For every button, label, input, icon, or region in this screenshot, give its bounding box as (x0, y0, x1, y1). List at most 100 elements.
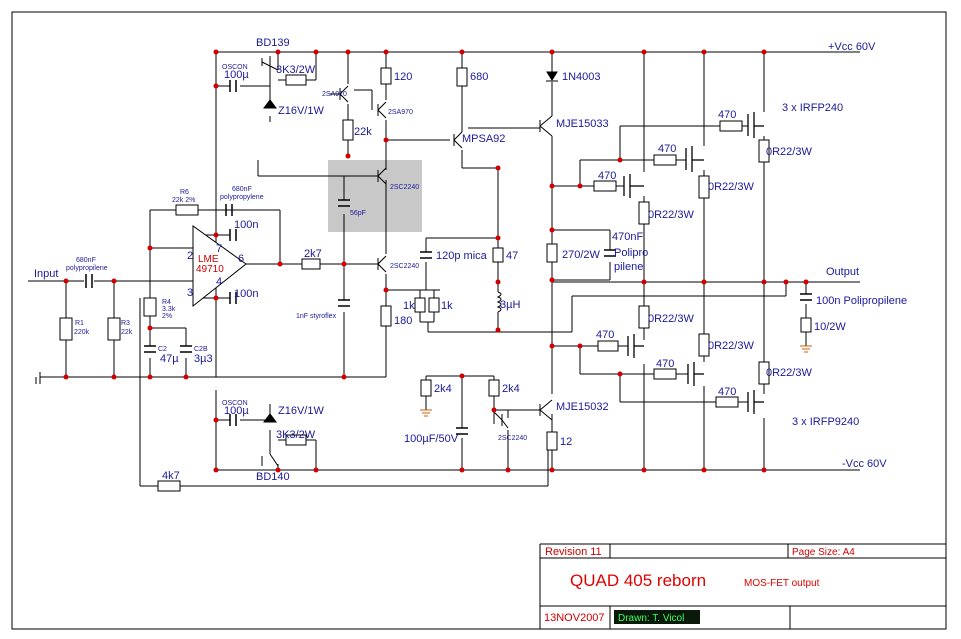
opamp-pin7: 7 (216, 243, 222, 255)
d-1n4003: 1N4003 (562, 71, 601, 83)
page-size-label: Page Size: A4 (792, 547, 855, 558)
mosfets (623, 112, 764, 414)
r-470-6: 470 (718, 386, 736, 398)
r-1k-a: 1k (403, 300, 415, 312)
c-680-fb: 680nF (232, 186, 252, 193)
r-470-1: 470 (598, 170, 616, 182)
oscon-bot-label: OSCON (222, 400, 248, 407)
c2b-label: C2B (194, 346, 208, 353)
r-4k7: 4k7 (162, 470, 180, 482)
input-label: Input (34, 268, 58, 280)
c2-value: 47µ (160, 353, 179, 365)
r1-label: R1 (75, 320, 84, 327)
zener-top: Z16V/1W (278, 105, 324, 117)
transistors (261, 56, 553, 467)
drawing-title: QUAD 405 reborn (570, 571, 706, 590)
c-100n-b: 100n (234, 288, 258, 300)
opamp-pin6: 6 (238, 253, 244, 265)
c-120p-mica: 120p mica (436, 250, 488, 262)
rail-positive-label: +Vcc 60V (828, 41, 876, 53)
r-3k3-bot: 3K3/2W (276, 429, 316, 441)
r-1k-b: 1k (441, 300, 453, 312)
r3-label: R3 (121, 320, 130, 327)
r-0r22-2: 0R22/3W (708, 181, 754, 193)
r4-label: R4 (162, 299, 171, 306)
r-47: 47 (506, 250, 518, 262)
c-1nf-styroflex: 1nF styroflex (296, 313, 337, 320)
r-2k7: 2k7 (304, 248, 322, 260)
c-100n-out: 100n Polipropilene (816, 295, 907, 307)
r-10: 10/2W (814, 321, 846, 333)
r-0r22-4: 0R22/3W (648, 313, 694, 325)
opamp-pin3: 3 (187, 287, 193, 299)
c2b-value: 3µ3 (194, 353, 213, 365)
bd140-label: BD140 (256, 471, 290, 483)
r3-value: 22k (121, 329, 133, 336)
r-3k3-top: 3K3/2W (276, 64, 316, 76)
q-2sa970-b: 2SA970 (388, 109, 413, 116)
r-2k4-a: 2k4 (434, 383, 452, 395)
c-470n-b: Polipro (614, 247, 648, 259)
junctions (63, 49, 809, 473)
q-mje15033: MJE15033 (556, 118, 609, 130)
oscon-top-label: OSCON (222, 64, 248, 71)
r-22k: 22k (354, 126, 372, 138)
opamp-name-2: 49710 (196, 264, 224, 275)
irfp240-label: 3 x IRFP240 (782, 102, 843, 114)
r-470-5: 470 (656, 358, 674, 370)
r-2k4-b: 2k4 (502, 383, 520, 395)
r-120: 120 (394, 71, 412, 83)
l-3uh: 3µH (500, 299, 520, 311)
highlight-region (328, 160, 422, 232)
capacitors (85, 80, 812, 435)
revision-label: Revision 11 (545, 546, 602, 558)
c-100u50: 100µF/50V (404, 433, 459, 445)
r-180: 180 (394, 315, 412, 327)
drawn-label: Drawn: T. Vicol (618, 613, 684, 624)
opamp-pin2: 2 (187, 250, 193, 262)
r6-value: 22k 2% (172, 197, 195, 204)
zener-bot: Z16V/1W (278, 405, 324, 417)
q-2sc2240-b: 2SC2240 (390, 263, 419, 270)
misc-symbols (35, 71, 558, 423)
resistors (59, 67, 812, 492)
c2-label: C2 (158, 346, 167, 353)
drawn-badge (614, 610, 700, 624)
c-in: 680nF (76, 257, 96, 264)
r1-value: 220k (74, 329, 90, 336)
q-2sa970-a: 2SA970 (322, 91, 347, 98)
r-470-2: 470 (658, 143, 676, 155)
c-in-b: polypropilene (66, 265, 108, 272)
wires (28, 51, 946, 629)
q-mpsa92: MPSA92 (462, 133, 505, 145)
r-470-4: 470 (596, 329, 614, 341)
c-680-fb-b: polypropylene (220, 194, 264, 201)
output-label: Output (826, 266, 859, 278)
r-0r22-6: 0R22/3W (766, 367, 812, 379)
opamp-name-1: LME (198, 254, 219, 265)
ground-symbols (420, 345, 812, 417)
r-0r22-5: 0R22/3W (708, 340, 754, 352)
r4-tol: 2% (162, 313, 172, 320)
sheet-border (11, 11, 947, 630)
q-mje15032: MJE15032 (556, 401, 609, 413)
oscon-bot-value: 100µ (224, 405, 249, 417)
r6-label: R6 (180, 189, 189, 196)
date-label: 13NOV2007 (544, 612, 605, 624)
c-470n: 470nF (612, 231, 643, 243)
drawing-subtitle: MOS-FET output (744, 578, 820, 589)
c-470n-c: pilene (614, 261, 643, 273)
inductor-3uh (496, 291, 502, 313)
oscon-top-value: 100µ (224, 69, 249, 81)
c-56p: 56pF (350, 210, 366, 217)
r-680: 680 (470, 71, 488, 83)
r4-value: 3.3k (162, 306, 176, 313)
q-2sc2240-a: 2SC2240 (390, 184, 419, 191)
rail-negative-label: -Vcc 60V (842, 458, 887, 470)
r-270: 270/2W (562, 249, 601, 261)
opamp-pin4: 4 (216, 276, 222, 288)
c-100n-a: 100n (234, 219, 258, 231)
opamp-symbol (192, 225, 247, 308)
irfp9240-label: 3 x IRFP9240 (792, 416, 859, 428)
